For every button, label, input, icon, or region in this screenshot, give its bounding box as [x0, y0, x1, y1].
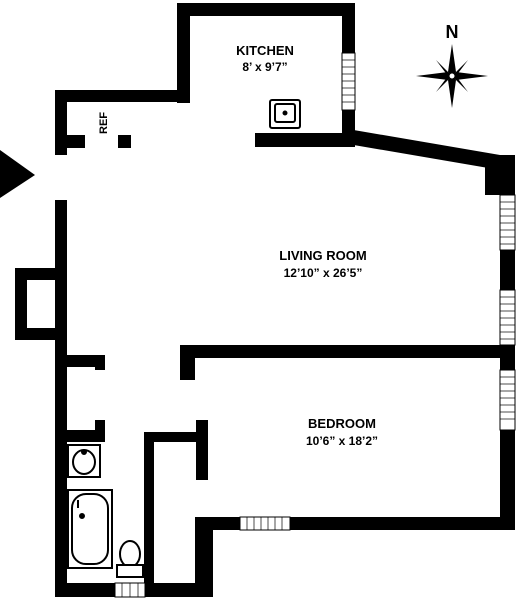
kitchen-window: [341, 52, 356, 111]
kitchen-name: KITCHEN: [236, 43, 294, 58]
hall-stub-2: [95, 355, 105, 370]
entry-arrow-icon: [0, 150, 35, 198]
bedroom-bottom-left-step: [195, 517, 213, 597]
living-right-wall-mid: [500, 250, 515, 290]
bedroom-dimensions: 10’6” x 18’2”: [306, 434, 378, 448]
left-wall-lower: [55, 340, 67, 597]
compass-rose-icon: [416, 44, 488, 108]
kitchen-dimensions: 8’ x 9’7”: [242, 60, 287, 74]
kitchen-right-wall-upper: [342, 3, 355, 53]
living-window-2: [499, 289, 516, 346]
living-window-1: [499, 194, 516, 251]
living-room-name: LIVING ROOM: [279, 248, 366, 263]
living-room-dimensions: 12’10” x 26’5”: [284, 266, 363, 280]
living-top-wall: [342, 128, 500, 170]
living-right-wall-top: [485, 155, 515, 195]
bedroom-name: BEDROOM: [308, 416, 376, 431]
bedroom-bottom-wall-right: [290, 517, 515, 530]
bedroom-right-wall: [500, 430, 515, 530]
left-notch-left: [15, 268, 27, 340]
ref-right-wall: [118, 135, 131, 148]
north-label: N: [446, 22, 459, 42]
kitchen-counter-wall: [255, 133, 355, 147]
bedroom-window: [499, 369, 516, 431]
kitchen-top-wall: [177, 3, 355, 16]
closet-top-wall: [144, 432, 208, 442]
kitchen-left-wall: [177, 3, 190, 103]
hall-stub-1: [55, 355, 105, 367]
bath-sink-icon: [67, 444, 101, 478]
toilet-icon: [116, 540, 144, 578]
ref-left-stub: [55, 135, 85, 148]
bedroom-bottom-window: [239, 516, 291, 531]
bath-top-stub: [95, 420, 105, 442]
living-bedroom-divider: [180, 345, 515, 358]
closet-left-wall: [144, 432, 154, 592]
bathtub-icon: [67, 489, 113, 569]
left-notch-top: [15, 268, 67, 280]
bath-top-wall: [55, 430, 105, 442]
walls: [15, 3, 515, 597]
bedroom-left-wall-top: [196, 420, 208, 480]
window-lines: [121, 59, 515, 597]
left-notch-bottom: [15, 328, 67, 340]
kitchen-sink-icon: [269, 99, 301, 129]
ref-label: REF: [98, 112, 110, 134]
entry-top-wall: [55, 90, 190, 102]
divider-stub: [180, 345, 195, 380]
